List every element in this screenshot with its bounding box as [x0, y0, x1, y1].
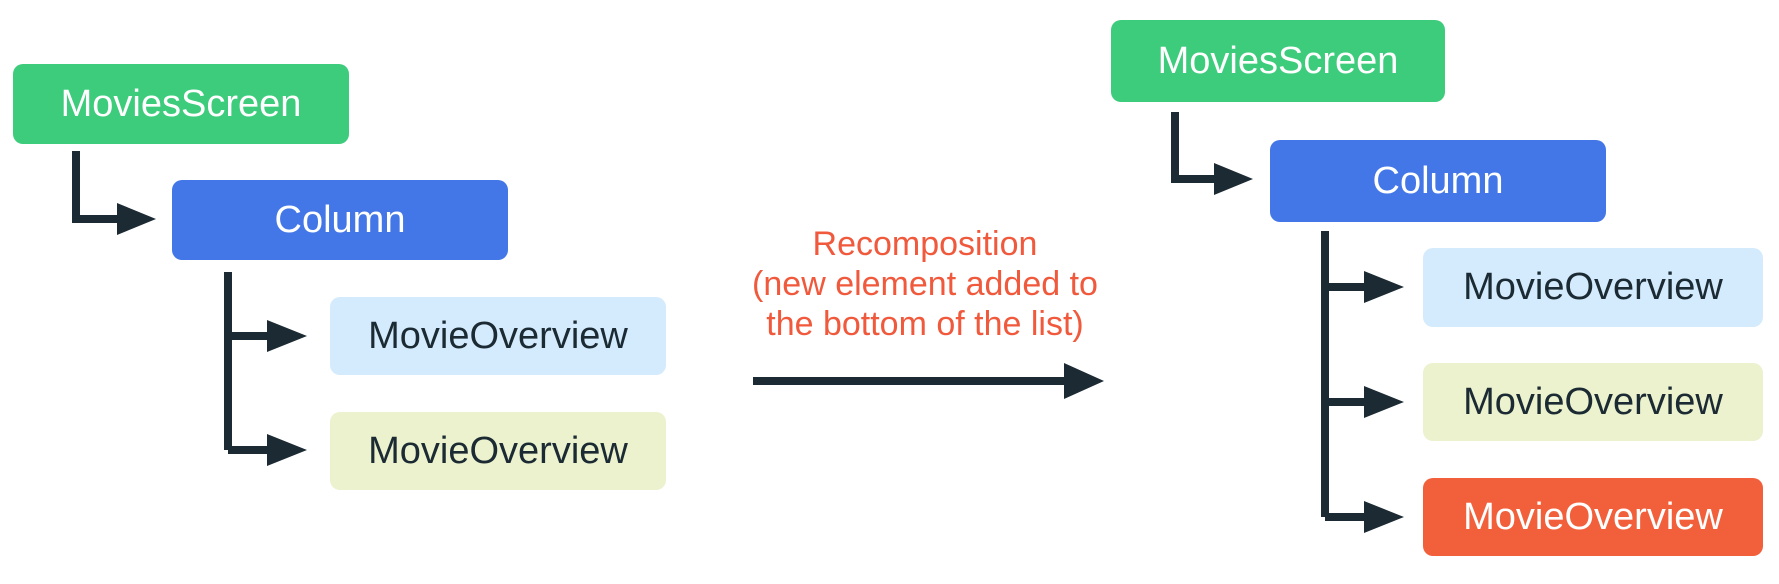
arrowhead-left-root-to-column — [117, 203, 156, 235]
node-label: MoviesScreen — [1157, 39, 1399, 82]
arrowhead-right-column-to-leaf1 — [1364, 386, 1404, 418]
node-label: MovieOverview — [368, 314, 628, 357]
node-moviesscreen-right: MoviesScreen — [1111, 20, 1445, 102]
node-movieoverview-left-2: MovieOverview — [330, 412, 666, 490]
node-label: MovieOverview — [1463, 266, 1723, 308]
annotation-line-1: Recomposition — [812, 225, 1038, 263]
arrowhead-left-column-to-leaf1 — [267, 434, 307, 466]
node-label: Column — [274, 198, 406, 241]
node-column-right: Column — [1270, 140, 1606, 222]
annotation-line-2: (new element added to — [752, 265, 1098, 303]
node-column-left: Column — [172, 180, 508, 260]
node-label: MoviesScreen — [60, 82, 302, 125]
recomposition-annotation: Recomposition (new element added to the … — [675, 224, 1175, 344]
node-movieoverview-right-2: MovieOverview — [1423, 363, 1763, 441]
recomposition-arrowhead — [1064, 363, 1104, 399]
arrowhead-right-root-to-column — [1214, 163, 1253, 195]
node-label: MovieOverview — [1463, 380, 1723, 423]
arrowhead-left-column-to-leaf0 — [267, 320, 307, 352]
edge-left-root-to-column — [72, 151, 118, 223]
arrowhead-right-column-to-leaf0 — [1364, 271, 1404, 303]
node-label: MovieOverview — [1463, 495, 1723, 538]
annotation-line-3: the bottom of the list) — [766, 305, 1084, 343]
node-movieoverview-left-1: MovieOverview — [330, 297, 666, 375]
node-label: MovieOverview — [368, 429, 628, 472]
node-label: Column — [1372, 159, 1504, 202]
arrowhead-right-column-to-leaf2 — [1364, 501, 1404, 533]
edge-right-root-to-column — [1171, 112, 1215, 183]
node-moviesscreen-left: MoviesScreen — [13, 64, 349, 144]
node-movieoverview-right-1: MovieOverview — [1423, 248, 1763, 327]
node-movieoverview-right-new: MovieOverview — [1423, 478, 1763, 556]
